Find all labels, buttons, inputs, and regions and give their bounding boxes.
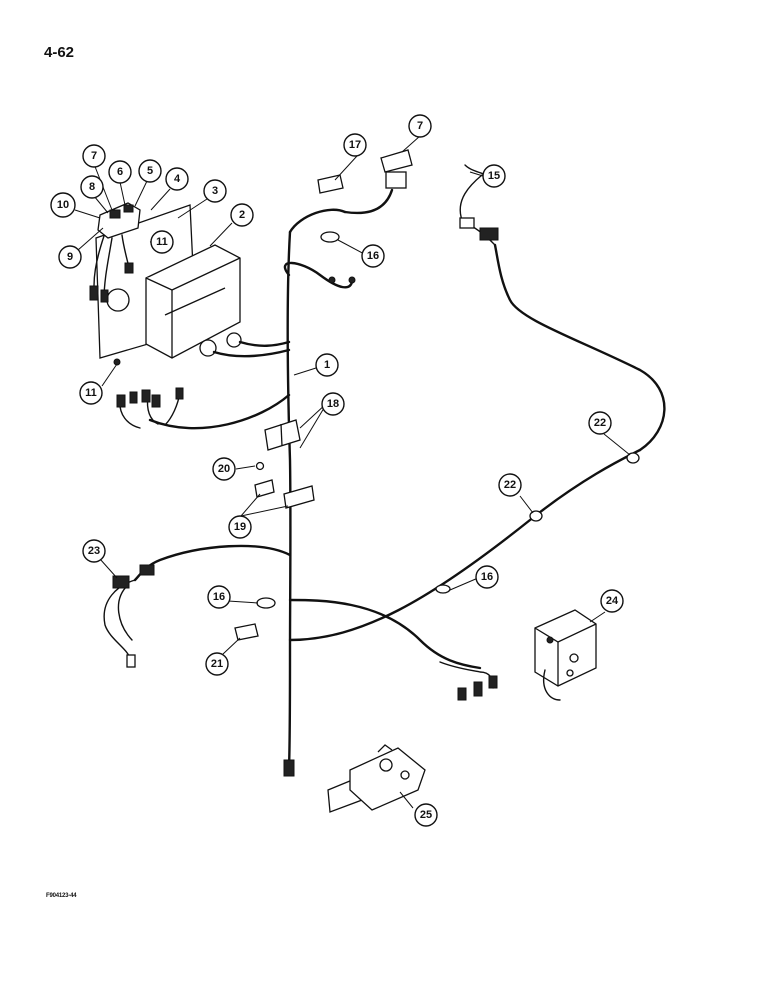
callout-18: 18 (321, 392, 345, 416)
callout-8: 8 (80, 175, 104, 199)
callout-3: 3 (203, 179, 227, 203)
svg-text:11: 11 (156, 236, 168, 248)
svg-text:19: 19 (234, 521, 246, 533)
svg-text:11: 11 (85, 387, 97, 399)
callout-25: 25 (414, 803, 438, 827)
callout-16-upper: 16 (361, 244, 385, 268)
svg-text:16: 16 (367, 250, 379, 262)
callout-15: 15 (482, 164, 506, 188)
svg-text:22: 22 (504, 479, 516, 491)
callout-19: 19 (228, 515, 252, 539)
main-harness (116, 208, 642, 777)
callout-20: 20 (212, 457, 236, 481)
figure-code: F904123-44 (46, 893, 77, 899)
callout-17: 17 (343, 133, 367, 157)
callout-10: 10 (50, 192, 76, 218)
valve-block (534, 609, 597, 701)
lower-right-connectors (439, 661, 498, 701)
callout-1: 1 (315, 353, 339, 377)
page-number: 4-62 (44, 44, 75, 61)
right-branch (435, 164, 666, 594)
svg-text:15: 15 (488, 170, 500, 182)
callout-7-right: 7 (408, 114, 432, 138)
callout-21: 21 (205, 652, 229, 676)
callout-23: 23 (82, 539, 106, 563)
svg-text:5: 5 (147, 165, 153, 177)
callout-2: 2 (230, 203, 254, 227)
svg-text:16: 16 (213, 591, 225, 603)
svg-text:9: 9 (67, 251, 73, 263)
svg-text:8: 8 (89, 181, 95, 193)
callout-7-left: 7 (82, 144, 106, 168)
svg-text:18: 18 (327, 398, 339, 410)
control-box (145, 244, 242, 359)
callout-22-left: 22 (498, 473, 522, 497)
svg-text:4: 4 (174, 173, 181, 185)
callout-4: 4 (165, 167, 189, 191)
callout-11-upper: 11 (150, 230, 174, 254)
lower-left-components (103, 564, 276, 668)
callout-24: 24 (600, 589, 624, 613)
control-valve (327, 744, 426, 813)
svg-text:7: 7 (91, 150, 97, 162)
callout-9: 9 (58, 245, 82, 269)
svg-text:16: 16 (481, 571, 493, 583)
callout-11-lower: 11 (79, 381, 103, 405)
callout-5: 5 (138, 159, 162, 183)
svg-text:17: 17 (349, 139, 361, 151)
svg-text:7: 7 (417, 120, 423, 132)
svg-text:3: 3 (212, 185, 218, 197)
callout-16-lower: 16 (207, 585, 231, 609)
svg-text:20: 20 (218, 463, 230, 475)
svg-text:6: 6 (117, 166, 123, 178)
svg-text:22: 22 (594, 417, 606, 429)
svg-text:2: 2 (239, 209, 245, 221)
svg-text:1: 1 (324, 359, 330, 371)
svg-text:23: 23 (88, 545, 100, 557)
callout-22-right: 22 (588, 411, 612, 435)
svg-text:21: 21 (211, 658, 223, 670)
callout-6: 6 (108, 160, 132, 184)
connector-block (254, 419, 315, 509)
leader-lines (74, 135, 631, 809)
svg-text:25: 25 (420, 809, 432, 821)
upper-branch (317, 149, 413, 284)
callout-16-right: 16 (475, 565, 499, 589)
svg-text:10: 10 (57, 199, 69, 211)
svg-text:24: 24 (606, 595, 619, 607)
switch-assembly (89, 202, 141, 303)
